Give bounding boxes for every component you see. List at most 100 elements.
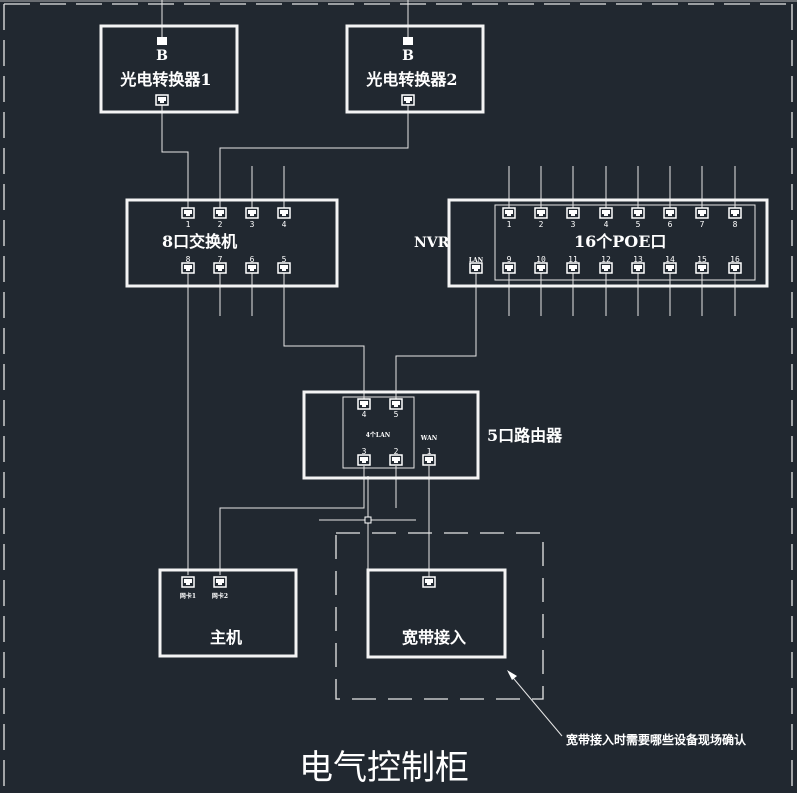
port-number: 3 — [571, 220, 576, 229]
port-number: 5 — [282, 255, 287, 264]
annotation-note: 宽带接入时需要哪些设备现场确认 — [565, 732, 747, 747]
ethernet-port-icon — [401, 94, 415, 106]
lan-port-group — [342, 396, 415, 469]
ethernet-port-icon — [213, 207, 227, 219]
port-number: 4 — [282, 220, 287, 229]
ethernet-port-icon — [695, 262, 709, 274]
converter-2-port-label: B — [402, 48, 414, 64]
port-number: 1 — [427, 447, 432, 456]
nvr-bottom-ports: 9 10 11 12 13 14 15 16 — [502, 255, 742, 274]
ethernet-port-icon — [245, 207, 259, 219]
ethernet-port-icon — [469, 262, 483, 274]
ethernet-port-icon — [663, 262, 677, 274]
router-5-port[interactable]: 5口路由器 4个LAN WAN 4 5 3 2 1 — [302, 390, 563, 480]
port-number: 8 — [733, 220, 738, 229]
port-number: 1 — [507, 220, 512, 229]
lan-port-label: LAN — [469, 257, 484, 264]
ethernet-port-icon — [502, 207, 516, 219]
ethernet-port-icon — [357, 398, 371, 410]
port-number: 15 — [697, 255, 707, 264]
wan-label: WAN — [420, 435, 438, 442]
ethernet-port-icon — [566, 262, 580, 274]
ethernet-port-icon — [277, 262, 291, 274]
switch-label: 8口交换机 — [162, 232, 237, 251]
port-number: 4 — [362, 410, 367, 419]
arrow-head-icon — [507, 670, 517, 680]
port-number: 10 — [536, 255, 546, 264]
port-number: 16 — [730, 255, 740, 264]
ethernet-port-icon — [422, 576, 436, 588]
router-label: 5口路由器 — [487, 426, 563, 445]
window-top-edge — [0, 0, 797, 2]
port-number: 13 — [633, 255, 643, 264]
ethernet-port-icon — [534, 262, 548, 274]
ethernet-port-icon — [213, 576, 227, 588]
port-number: 6 — [668, 220, 673, 229]
fiber-port-icon — [403, 37, 413, 45]
ethernet-port-icon — [631, 207, 645, 219]
port-number: 11 — [568, 255, 578, 264]
ethernet-port-icon — [422, 454, 436, 466]
ethernet-port-icon — [566, 207, 580, 219]
port-number: 1 — [186, 220, 191, 229]
broadband-label: 宽带接入 — [402, 628, 466, 647]
switch-8-port[interactable]: 8口交换机 1 2 3 4 8 7 6 5 — [125, 198, 339, 288]
nic-1-label: 网卡1 — [180, 592, 196, 600]
lan-group-label: 4个LAN — [366, 431, 391, 439]
broadband-access-device[interactable]: 宽带接入 — [366, 568, 507, 659]
ethernet-port-icon — [728, 207, 742, 219]
host-device[interactable]: 网卡1 网卡2 主机 — [158, 568, 298, 658]
ethernet-port-icon — [155, 94, 169, 106]
port-number: 2 — [394, 447, 399, 456]
port-number: 2 — [539, 220, 544, 229]
ethernet-port-icon — [245, 262, 259, 274]
host-label: 主机 — [210, 628, 242, 647]
port-number: 7 — [218, 255, 223, 264]
ethernet-port-icon — [357, 454, 371, 466]
cabinet-boundary — [3, 3, 793, 793]
ethernet-port-icon — [213, 262, 227, 274]
switch-top-ports: 1 2 3 4 — [181, 207, 291, 229]
ethernet-port-icon — [631, 262, 645, 274]
port-number: 5 — [636, 220, 641, 229]
port-number: 6 — [250, 255, 255, 264]
port-number: 5 — [394, 410, 399, 419]
ethernet-port-icon — [181, 576, 195, 588]
nvr-top-ports: 1 2 3 4 5 6 7 8 — [502, 207, 742, 229]
optical-converter-1[interactable]: B 光电转换器1 — [99, 24, 239, 114]
ethernet-port-icon — [181, 262, 195, 274]
broadband-scope — [335, 532, 544, 700]
port-number: 3 — [362, 447, 367, 456]
poe-port-group — [494, 204, 756, 281]
converter-2-label: 光电转换器2 — [365, 70, 457, 89]
ethernet-port-icon — [728, 262, 742, 274]
switch-bottom-ports: 8 7 6 5 — [181, 255, 291, 274]
port-number: 3 — [250, 220, 255, 229]
ethernet-port-icon — [389, 454, 403, 466]
nic-2-label: 网卡2 — [212, 592, 228, 600]
ethernet-port-icon — [277, 207, 291, 219]
port-number: 9 — [507, 255, 512, 264]
port-number: 14 — [665, 255, 675, 264]
port-number: 12 — [601, 255, 611, 264]
port-number: 2 — [218, 220, 223, 229]
nvr-device[interactable]: NVR 16个POE口 LAN 1 2 3 4 5 6 7 8 9 10 11 — [414, 198, 769, 288]
port-number: 7 — [700, 220, 705, 229]
ethernet-port-icon — [389, 398, 403, 410]
ethernet-port-icon — [695, 207, 709, 219]
annotation-leader — [507, 670, 563, 737]
fiber-port-icon — [157, 37, 167, 45]
ethernet-port-icon — [534, 207, 548, 219]
ethernet-port-icon — [663, 207, 677, 219]
converter-1-label: 光电转换器1 — [119, 70, 211, 89]
port-number: 4 — [604, 220, 609, 229]
ethernet-port-icon — [181, 207, 195, 219]
optical-converter-2[interactable]: B 光电转换器2 — [345, 24, 485, 114]
ethernet-port-icon — [599, 262, 613, 274]
port-number: 8 — [186, 255, 191, 264]
poe-label: 16个POE口 — [574, 232, 666, 251]
ethernet-port-icon — [599, 207, 613, 219]
ethernet-port-icon — [502, 262, 516, 274]
nvr-label: NVR — [414, 235, 450, 251]
